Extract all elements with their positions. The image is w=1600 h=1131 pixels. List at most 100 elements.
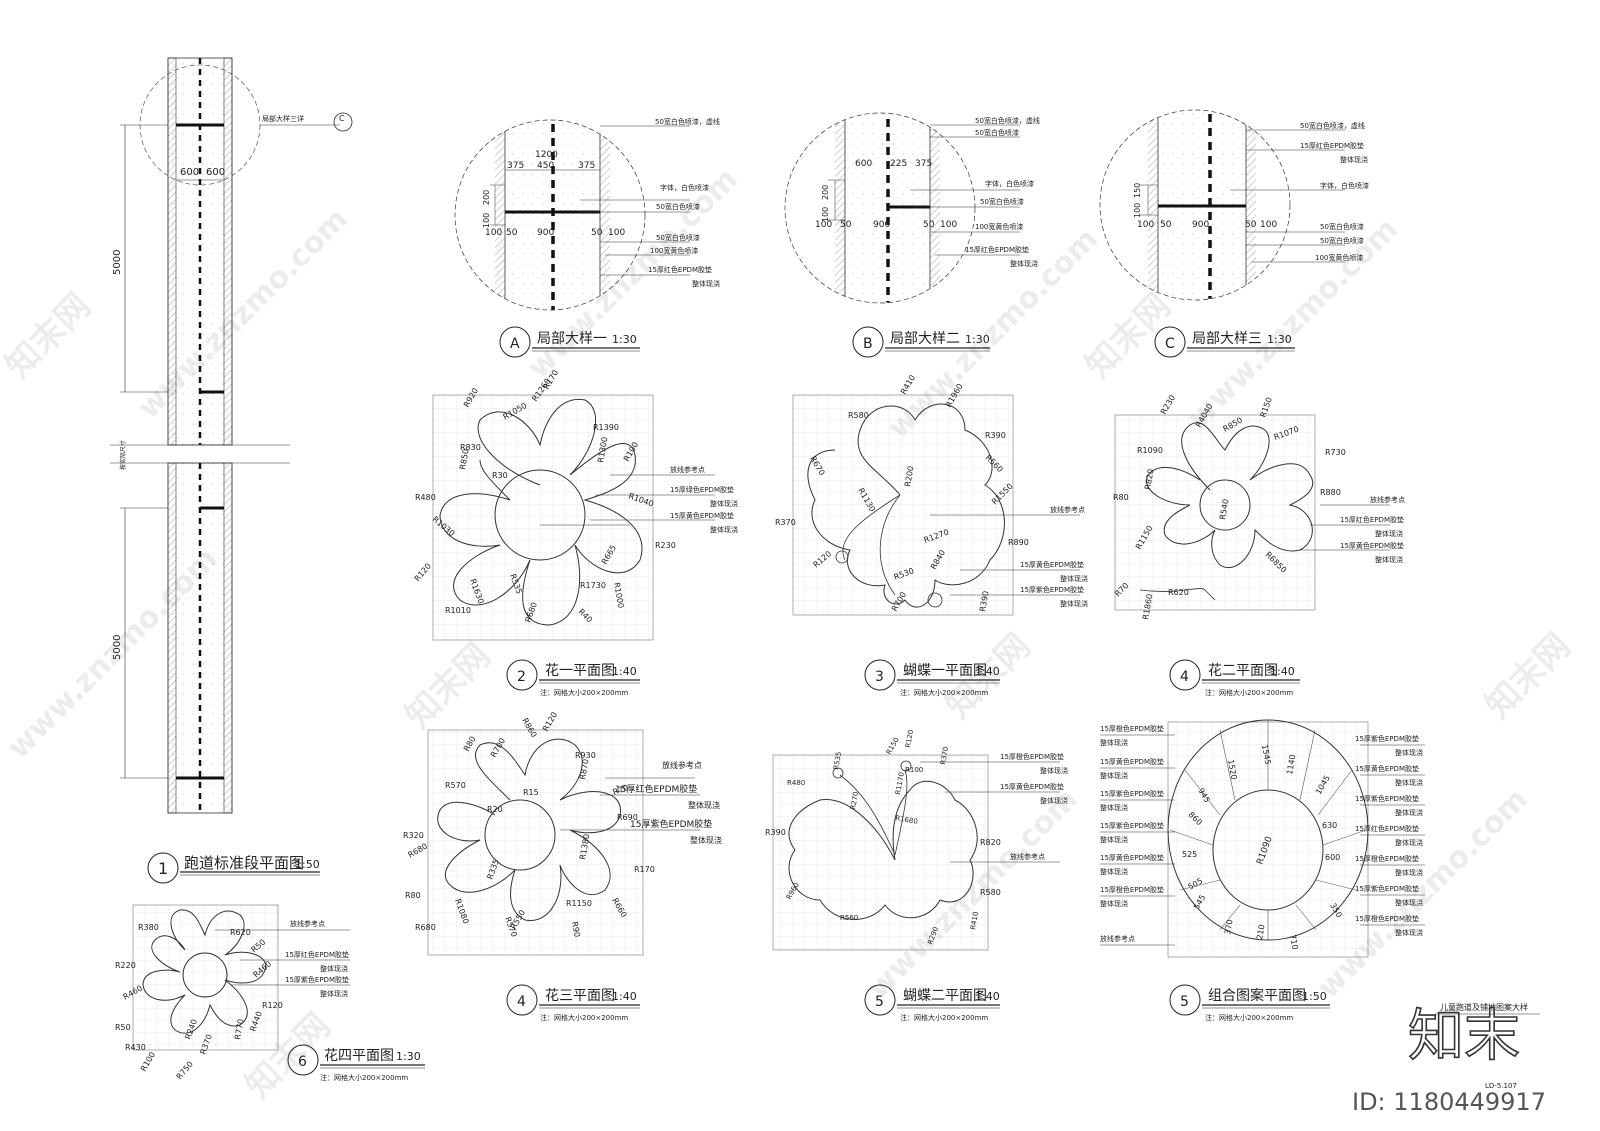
flower1-plan — [432, 394, 715, 641]
detail-c-dim: 100 — [1137, 220, 1154, 230]
watermark-text: 知末网 — [1078, 286, 1178, 386]
flower4-note: 放线参考点 — [290, 919, 325, 928]
flower1-note: 整体现浇 — [710, 499, 738, 508]
butterfly2-title: 蝴蝶二平面图 — [903, 988, 987, 1004]
flower4-radius: R120 — [262, 1001, 283, 1010]
combo-title-block — [1169, 984, 1330, 1016]
detail-b-note: 50宽白色喷漆 — [980, 197, 1024, 206]
detail-a-letter: A — [510, 336, 520, 352]
detail-c-dim: 50 — [1245, 220, 1257, 230]
drawing-title: 儿童跑道及铺地图案大样 — [1440, 1002, 1528, 1012]
track-plan — [110, 57, 340, 814]
detail-c-note: 50宽白色喷漆，虚线 — [1300, 121, 1365, 130]
flower4-radius: R380 — [138, 923, 159, 932]
track-dim-width-left: 600 — [180, 167, 199, 178]
flower3-radius: R20 — [487, 805, 503, 814]
combo-note-left: 整体现浇 — [1100, 738, 1128, 747]
butterfly1-grid-note: 注：网格大小200×200mm — [900, 688, 988, 697]
detail-b-drawing — [784, 112, 1020, 304]
combo-radius: 370 — [1223, 919, 1235, 936]
flower2-radius: R540 — [1218, 498, 1230, 520]
flower2-note: 整体现浇 — [1375, 555, 1403, 564]
detail-c-title: 局部大样三 — [1192, 331, 1262, 347]
flower4-title-block — [287, 1044, 425, 1076]
detail-a-dim: 375 — [507, 161, 524, 171]
flower2-note: 15厚红色EPDM胶垫 — [1340, 515, 1404, 524]
track-callout-label: 局部大样三详 — [262, 114, 304, 123]
flower1-radius: R480 — [415, 493, 436, 502]
detail-c-title-block — [1154, 326, 1295, 358]
butterfly2-grid-note: 注：网格大小200×200mm — [900, 1013, 988, 1022]
butterfly2-note: 15厚黄色EPDM胶垫 — [1000, 782, 1064, 791]
detail-b-dim: 100 — [940, 220, 957, 230]
butterfly1-plan — [792, 394, 1080, 616]
flower1-title-block — [506, 659, 640, 691]
detail-a-note: 50宽白色喷漆 — [656, 202, 700, 211]
detail-a-dim: 50 — [591, 228, 603, 238]
detail-b-dim: 375 — [915, 159, 932, 169]
combo-note-left: 整体现浇 — [1100, 771, 1128, 780]
flower3-note: 整体现浇 — [688, 800, 720, 810]
detail-c-note: 整体现浇 — [1340, 155, 1368, 164]
flower1-note: 整体现浇 — [710, 525, 738, 534]
detail-c-note: 字体，白色喷漆 — [1320, 181, 1369, 190]
flower1-radius: R1000 — [612, 582, 625, 609]
combo-grid-note: 注：网格大小200×200mm — [1205, 1013, 1293, 1022]
detail-a-dim: 50 — [506, 228, 518, 238]
butterfly1-note: 整体现浇 — [1060, 574, 1088, 583]
butterfly2-note: 整体现浇 — [1040, 766, 1068, 775]
flower3-note: 整体现浇 — [690, 835, 722, 845]
butterfly2-note: 放线参考点 — [1010, 852, 1045, 861]
detail-b-note: 50宽白色喷漆，虚线 — [975, 116, 1040, 125]
butterfly2-note: 整体现浇 — [1040, 796, 1068, 805]
flower3-note: 放线参考点 — [662, 760, 702, 770]
combo-note-right: 15厚紫色EPDM胶垫 — [1355, 734, 1419, 743]
track-side-note: 按实际尺寸 — [119, 440, 127, 470]
flower4-radius: R100 — [139, 1050, 157, 1073]
detail-a-dim: 900 — [537, 228, 554, 238]
combo-note-left: 整体现浇 — [1100, 803, 1128, 812]
flower2-note: 放线参考点 — [1370, 495, 1405, 504]
flower4-note: 整体现浇 — [320, 989, 348, 998]
detail-a-dim: 200 — [482, 190, 491, 205]
detail-c-dim: 100 — [1133, 203, 1142, 218]
combo-title: 组合图案平面图 — [1208, 987, 1306, 1004]
flower3-radius: R570 — [445, 781, 466, 790]
combo-note-left: 整体现浇 — [1100, 835, 1128, 844]
butterfly1-title: 蝴蝶一平面图 — [903, 663, 987, 679]
flower4-radius: R620 — [230, 928, 251, 937]
butterfly1-radius: R200 — [903, 465, 915, 487]
flower1-note: 放线参考点 — [670, 465, 705, 474]
detail-b-dim: 100 — [815, 220, 832, 230]
combo-scale: 1:50 — [1302, 990, 1327, 1003]
detail-a-note: 15厚红色EPDM胶垫 — [648, 265, 712, 274]
flower1-grid-note: 注：网格大小200×200mm — [540, 688, 628, 697]
flower2-num: 4 — [1180, 669, 1189, 685]
flower4-num: 6 — [298, 1054, 307, 1070]
flower2-radius: R620 — [1168, 588, 1189, 597]
combo-note-right: 整体现浇 — [1395, 808, 1423, 817]
flower2-plan — [1114, 414, 1390, 611]
flower3-radius: R870 — [578, 758, 590, 780]
flower2-radius: R880 — [1320, 488, 1341, 497]
flower4-title: 花四平面图 — [324, 1048, 394, 1064]
butterfly2-note: 15厚橙色EPDM胶垫 — [1000, 752, 1064, 761]
flower3-title-block — [506, 984, 640, 1016]
combo-num: 5 — [1180, 994, 1189, 1010]
butterfly1-num: 3 — [875, 669, 884, 685]
detail-c-note: 15厚红色EPDM胶垫 — [1300, 141, 1364, 150]
flower3-radius: R1150 — [566, 899, 592, 908]
detail-c-note: 50宽白色喷漆 — [1320, 236, 1364, 245]
detail-b-title: 局部大样二 — [890, 331, 960, 347]
flower1-radius: R1730 — [580, 581, 606, 590]
butterfly2-radius: R370 — [939, 746, 950, 765]
track-callout-letter: C — [339, 114, 345, 123]
brand-logo: 知末 — [1408, 1004, 1520, 1069]
flower2-note: 15厚黄色EPDM胶垫 — [1340, 541, 1404, 550]
flower4-note: 整体现浇 — [320, 964, 348, 973]
flower1-radius: R1300 — [596, 436, 609, 463]
butterfly2-title-block — [864, 984, 1000, 1016]
butterfly2-radius: R480 — [787, 779, 805, 787]
detail-a-drawing — [454, 119, 690, 311]
flower1-title: 花一平面图 — [545, 663, 615, 679]
